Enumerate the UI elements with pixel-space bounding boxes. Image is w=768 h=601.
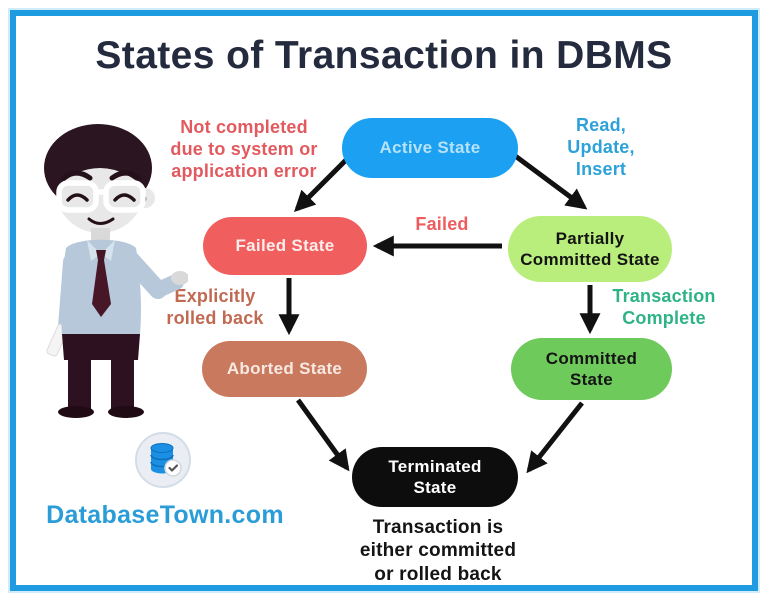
brand-text: DatabaseTown.com <box>46 501 284 529</box>
state-active: Active State <box>342 118 518 178</box>
state-partially-committed: Partially Committed State <box>508 216 672 282</box>
label-explicitly-rolled-back: Explicitly rolled back <box>166 286 264 329</box>
label-failed: Failed <box>415 214 469 234</box>
label-not-completed: Not completed due to system or applicati… <box>170 117 318 182</box>
state-committed: Committed State <box>511 338 672 400</box>
state-failed: Failed State <box>203 217 367 275</box>
label-transaction-complete: Transaction Complete <box>612 286 716 329</box>
state-aborted: Aborted State <box>202 341 367 397</box>
state-terminated: Terminated State <box>352 447 518 507</box>
label-terminated-note: Transaction is either committed or rolle… <box>359 517 517 585</box>
label-read-update-insert: Read, Update, Insert <box>567 115 635 180</box>
page-title: States of Transaction in DBMS <box>95 34 673 77</box>
